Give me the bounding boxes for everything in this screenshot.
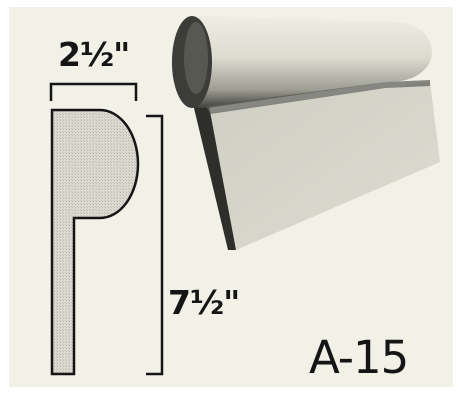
- molding-bulb: [171, 16, 432, 109]
- molding-flange: [202, 82, 440, 250]
- width-dimension-label: 2½": [58, 35, 130, 74]
- molding-perspective-view: [171, 16, 440, 250]
- part-number-label: A-15: [309, 331, 409, 384]
- height-dimension-label: 7½": [168, 283, 240, 322]
- width-dimension-bracket: [49, 82, 138, 101]
- height-dimension-bracket: [146, 114, 164, 376]
- profile-cross-section: [50, 108, 140, 376]
